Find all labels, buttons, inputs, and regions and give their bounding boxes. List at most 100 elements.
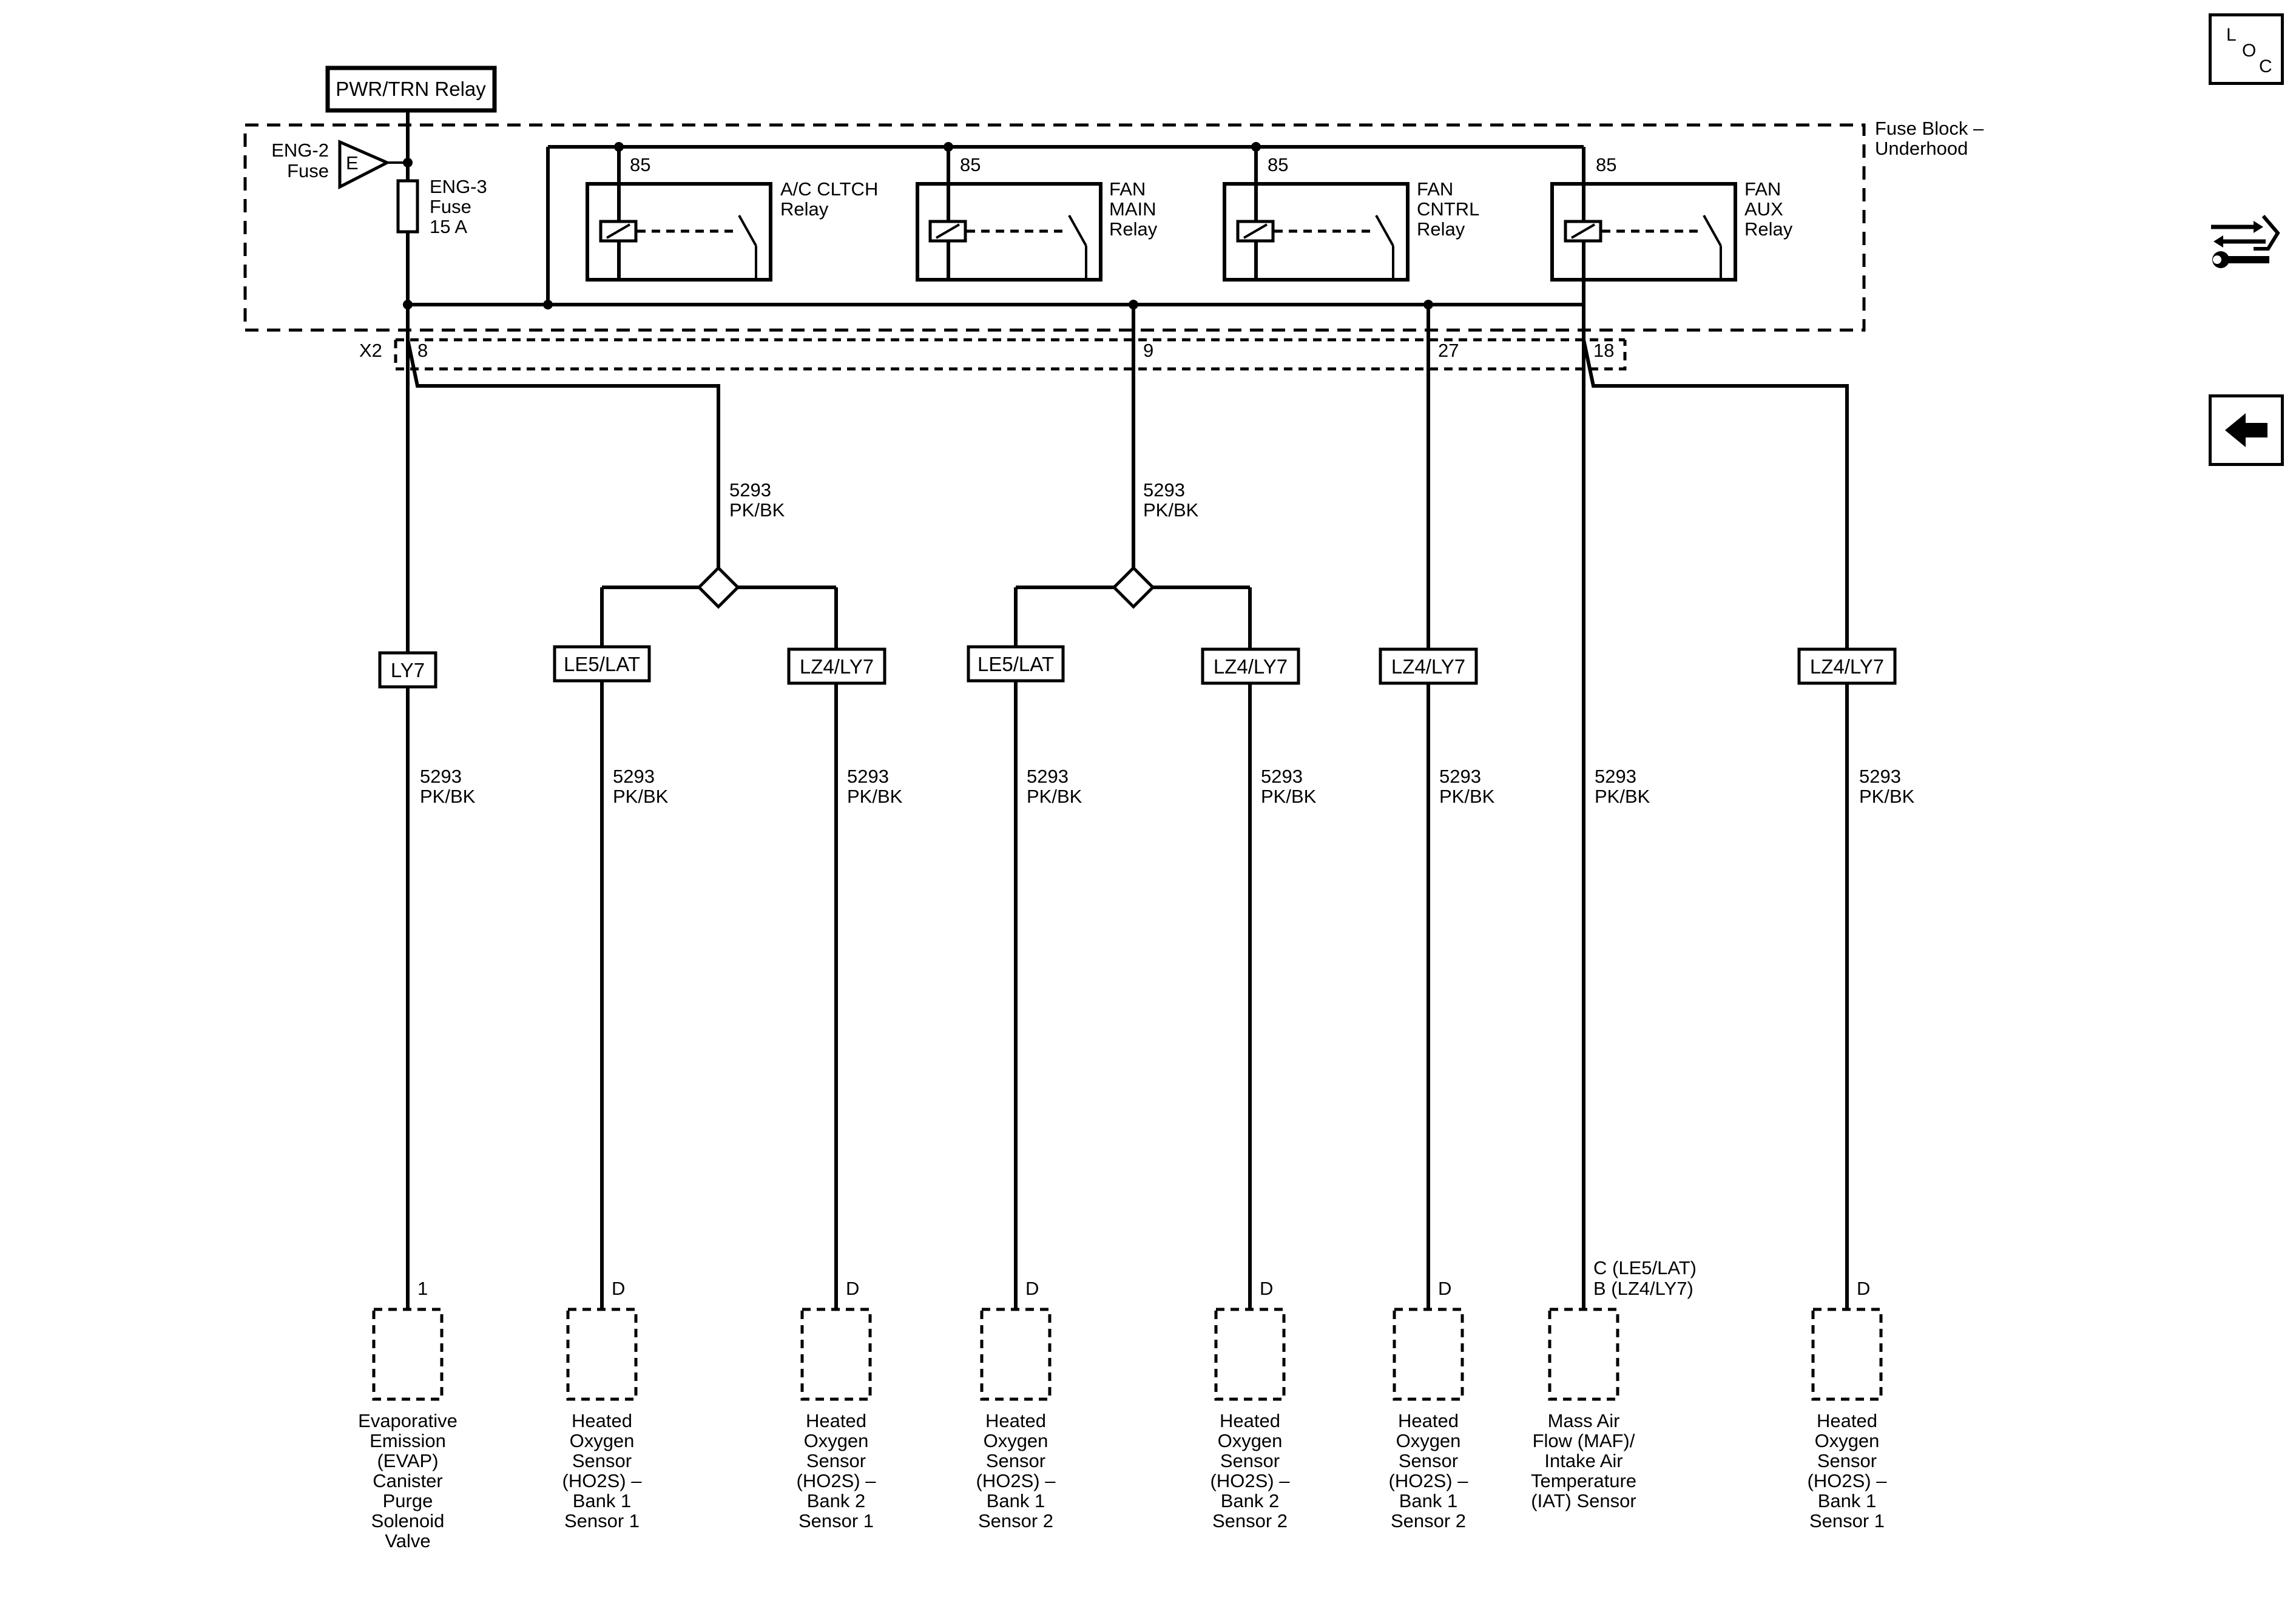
branch-1-comp-1: Oxygen bbox=[570, 1430, 635, 1451]
branch-7-color: PK/BK bbox=[1859, 786, 1915, 807]
relay-fan-main-label-1: FAN bbox=[1109, 178, 1146, 200]
branch-3-comp-5: Sensor 2 bbox=[978, 1510, 1053, 1531]
branch-3-comp-3: (HO2S) – bbox=[976, 1470, 1056, 1491]
branch-1-pin: D bbox=[612, 1278, 625, 1299]
branch-6-comp-4: (IAT) Sensor bbox=[1531, 1490, 1636, 1511]
branch-7-comp-0: Heated bbox=[1817, 1410, 1877, 1431]
branch-4-comp-3: (HO2S) – bbox=[1210, 1470, 1291, 1491]
branch-5-comp-5: Sensor 2 bbox=[1391, 1510, 1466, 1531]
branch-evap-comp-0: Evaporative bbox=[358, 1410, 458, 1431]
branch-3-comp-2: Sensor bbox=[986, 1450, 1045, 1471]
relay-ac-cltch: 85 A/C CLTCH Relay bbox=[586, 147, 878, 282]
relay-fan-main-label-2: MAIN bbox=[1109, 198, 1156, 220]
fuse-block-label-1: Fuse Block – bbox=[1875, 118, 1984, 139]
branch-evap-color: PK/BK bbox=[420, 786, 476, 807]
relay-fan-aux-label-2: AUX bbox=[1744, 198, 1783, 220]
branch-6-comp-1: Flow (MAF)/ bbox=[1533, 1430, 1635, 1451]
branch-1-comp-2: Sensor bbox=[572, 1450, 632, 1471]
eng2-fuse-label-2: Fuse bbox=[287, 160, 329, 181]
branch-ho2s-b1s1-lz4: LZ4/LY7 5293 PK/BK D Heated Oxygen Senso… bbox=[1797, 647, 1915, 1531]
branch-2-comp-0: Heated bbox=[806, 1410, 866, 1431]
connector-x2-pin-18: 18 bbox=[1593, 340, 1614, 361]
branch-1-option: LE5/LAT bbox=[564, 653, 640, 675]
branch-1-circuit: 5293 bbox=[613, 766, 655, 787]
branch-2-comp-1: Oxygen bbox=[804, 1430, 869, 1451]
branch-2-circuit: 5293 bbox=[847, 766, 889, 787]
branch-ho2s-b1s2-le5: LE5/LAT 5293 PK/BK D Heated Oxygen Senso… bbox=[967, 645, 1082, 1531]
branch-3-pin: D bbox=[1025, 1278, 1039, 1299]
relay-fan-cntrl-label-2: CNTRL bbox=[1417, 198, 1479, 220]
relay-fan-aux-label-1: FAN bbox=[1744, 178, 1781, 200]
branch-evap-pin: 1 bbox=[417, 1278, 428, 1299]
connector-x2-pin-27: 27 bbox=[1438, 340, 1459, 361]
branch-7-comp-4: Bank 1 bbox=[1818, 1490, 1877, 1511]
eng2-fuse-label-1: ENG-2 bbox=[271, 140, 329, 161]
relay-fan-cntrl-label-3: Relay bbox=[1417, 218, 1465, 240]
branch-6-circuit: 5293 bbox=[1595, 766, 1636, 787]
splice-1-circuit: 5293 bbox=[729, 479, 771, 501]
back-arrow-icon bbox=[2225, 413, 2267, 447]
relay-ac-cltch-label-1: A/C CLTCH bbox=[780, 178, 878, 200]
branch-evap-comp-6: Valve bbox=[385, 1530, 430, 1551]
branch-4-comp-1: Oxygen bbox=[1218, 1430, 1283, 1451]
branch-evap-comp-3: Canister bbox=[373, 1470, 442, 1491]
branch-3-comp-4: Bank 1 bbox=[987, 1490, 1045, 1511]
relay-fan-cntrl-label-1: FAN bbox=[1417, 178, 1453, 200]
branch-7-pin: D bbox=[1857, 1278, 1870, 1299]
branch-3-circuit: 5293 bbox=[1027, 766, 1069, 787]
branch-5-comp-4: Bank 1 bbox=[1399, 1490, 1458, 1511]
relay-fan-aux: 85 FAN AUX Relay bbox=[1550, 147, 1793, 282]
loc-letter-c: C bbox=[2259, 56, 2272, 76]
branch-7-comp-1: Oxygen bbox=[1815, 1430, 1880, 1451]
relay-fan-main: 85 FAN MAIN Relay bbox=[916, 147, 1158, 282]
branch-ho2s-b2s1-lz4: LZ4/LY7 5293 PK/BK D Heated Oxygen Senso… bbox=[787, 647, 903, 1531]
loc-letter-o: O bbox=[2242, 41, 2257, 61]
branch-4-comp-5: Sensor 2 bbox=[1212, 1510, 1288, 1531]
branch-6-pin2: B (LZ4/LY7) bbox=[1593, 1278, 1693, 1299]
branch-7-comp-2: Sensor bbox=[1817, 1450, 1877, 1471]
branch-5-pin: D bbox=[1438, 1278, 1451, 1299]
relay-fan-main-pin: 85 bbox=[960, 154, 981, 175]
branch-6-pin: C (LE5/LAT) bbox=[1593, 1257, 1697, 1278]
branch-ho2s-b1s2-lz4: LZ4/LY7 5293 PK/BK D Heated Oxygen Senso… bbox=[1379, 647, 1495, 1531]
branch-2-comp-4: Bank 2 bbox=[807, 1490, 866, 1511]
splice-1-color: PK/BK bbox=[729, 499, 785, 521]
branch-3-option: LE5/LAT bbox=[977, 653, 1054, 675]
branch-2-comp-3: (HO2S) – bbox=[797, 1470, 877, 1491]
branch-4-pin: D bbox=[1260, 1278, 1273, 1299]
branch-evap-circuit: 5293 bbox=[420, 766, 462, 787]
branch-3-comp-0: Heated bbox=[985, 1410, 1046, 1431]
eng3-fuse-label-1: ENG-3 bbox=[430, 176, 487, 197]
branch-5-comp-0: Heated bbox=[1398, 1410, 1459, 1431]
fuse-block-outline bbox=[243, 123, 1866, 332]
relay-ac-cltch-label-2: Relay bbox=[780, 198, 829, 220]
branch-2-comp-2: Sensor bbox=[806, 1450, 866, 1471]
branch-1-color: PK/BK bbox=[613, 786, 669, 807]
splice-1 bbox=[600, 565, 838, 1311]
branch-ho2s-b2s2-lz4: LZ4/LY7 5293 PK/BK D Heated Oxygen Senso… bbox=[1201, 647, 1317, 1531]
branch-5-circuit: 5293 bbox=[1439, 766, 1481, 787]
branch-1-comp-3: (HO2S) – bbox=[562, 1470, 643, 1491]
branch-ho2s-b1s1-le5: LE5/LAT 5293 PK/BK D Heated Oxygen Senso… bbox=[553, 645, 669, 1531]
relay-fan-aux-pin: 85 bbox=[1596, 154, 1616, 175]
branch-6-comp-2: Intake Air bbox=[1544, 1450, 1622, 1471]
branch-6-comp-0: Mass Air bbox=[1548, 1410, 1620, 1431]
back-button[interactable] bbox=[2209, 394, 2284, 466]
branch-4-circuit: 5293 bbox=[1261, 766, 1303, 787]
branch-7-circuit: 5293 bbox=[1859, 766, 1901, 787]
branch-4-color: PK/BK bbox=[1261, 786, 1317, 807]
fuse-block-label-2: Underhood bbox=[1875, 138, 1968, 159]
eng2-fuse-symbol: E bbox=[346, 152, 359, 174]
branch-1-comp-4: Bank 1 bbox=[573, 1490, 632, 1511]
branch-2-comp-5: Sensor 1 bbox=[799, 1510, 874, 1531]
branch-7-comp-3: (HO2S) – bbox=[1808, 1470, 1888, 1491]
connector-x2-pin-9: 9 bbox=[1143, 340, 1153, 361]
branch-3-color: PK/BK bbox=[1027, 786, 1082, 807]
connector-tool-button[interactable] bbox=[2205, 204, 2284, 283]
branch-maf-iat: 5293 PK/BK C (LE5/LAT) B (LZ4/LY7) Mass … bbox=[1531, 766, 1697, 1511]
branch-4-comp-4: Bank 2 bbox=[1221, 1490, 1280, 1511]
loc-button[interactable]: L O C bbox=[2209, 13, 2284, 85]
branch-5-option: LZ4/LY7 bbox=[1391, 655, 1465, 678]
splice-2-circuit: 5293 bbox=[1143, 479, 1185, 501]
